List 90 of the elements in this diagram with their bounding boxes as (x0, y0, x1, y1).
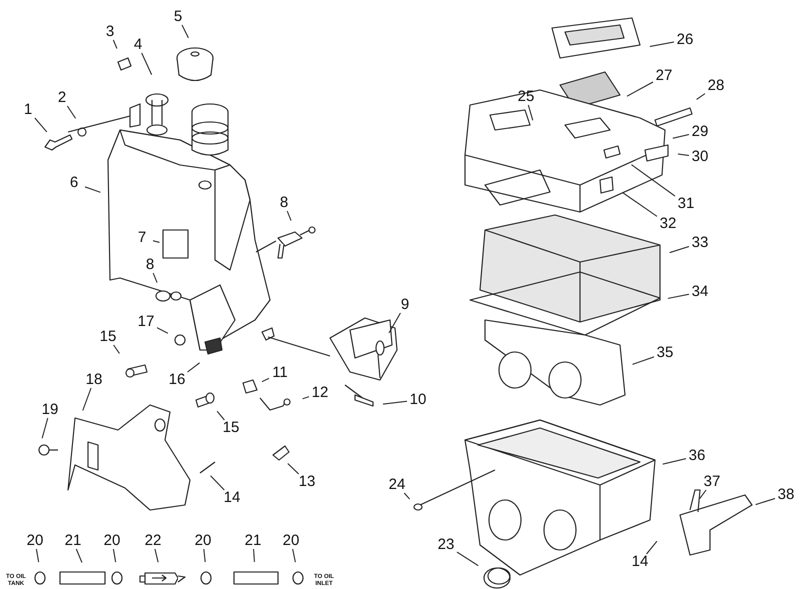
leader-line (292, 548, 296, 563)
callout-number: 23 (435, 537, 457, 553)
leader-line (646, 540, 658, 554)
callout-number: 25 (515, 89, 537, 105)
callout-number: 4 (127, 37, 149, 53)
leader-line (66, 106, 76, 119)
leader-line (631, 164, 676, 197)
callout-number: 27 (653, 68, 675, 84)
callout-number: 6 (63, 175, 85, 191)
callout-number: 5 (167, 9, 189, 25)
leader-line (456, 552, 479, 566)
leader-line (76, 548, 82, 564)
callout-number: 2 (51, 90, 73, 106)
callout-number: 8 (273, 195, 295, 211)
callout-number: 19 (39, 402, 61, 418)
callout-number: 15 (220, 420, 242, 436)
leader-line (42, 418, 48, 439)
leader-line (34, 118, 48, 132)
callout-number: 20 (24, 533, 46, 549)
leader-line (677, 154, 690, 156)
leader-line (626, 82, 654, 97)
callout-number: 17 (135, 314, 157, 330)
leader-line (141, 52, 152, 76)
leader-line (528, 104, 534, 121)
callout-number: 13 (296, 474, 318, 490)
leader-line (84, 186, 101, 193)
leader-line (667, 294, 690, 299)
callout-number: 20 (192, 533, 214, 549)
leader-line (187, 362, 200, 372)
leader-line (649, 42, 674, 48)
leader-line (154, 548, 159, 563)
leader-line (113, 344, 120, 354)
callout-number: 1 (17, 102, 39, 118)
callout-number: 36 (686, 448, 708, 464)
leader-line (287, 463, 300, 474)
leader-line (112, 40, 118, 50)
callout-number: 9 (394, 297, 416, 313)
callout-number: 24 (386, 477, 408, 493)
leader-line (632, 356, 654, 365)
callout-number: 21 (242, 533, 264, 549)
leader-line (182, 24, 189, 38)
leader-line (152, 272, 158, 284)
callout-number: 20 (280, 533, 302, 549)
callout-number: 31 (675, 196, 697, 212)
callout-number: 30 (689, 149, 711, 165)
callout-number: 18 (83, 372, 105, 388)
leader-line (382, 400, 408, 405)
leader-line (253, 548, 255, 563)
leader-line (262, 378, 270, 382)
callout-number: 15 (97, 329, 119, 345)
leader-line (286, 210, 292, 222)
callout-number: 22 (142, 533, 164, 549)
callout-number: 33 (689, 235, 711, 251)
callout-number: 12 (309, 385, 331, 401)
callout-number: 32 (657, 216, 679, 232)
callout-number: 14 (629, 554, 651, 570)
leader-line (622, 192, 658, 217)
callout-number: 20 (101, 533, 123, 549)
callout-number: 35 (654, 345, 676, 361)
callout-number: 28 (705, 78, 727, 94)
leader-line (152, 240, 160, 243)
leader-line (755, 498, 776, 506)
callout-number: 10 (407, 392, 429, 408)
callout-number: 14 (221, 490, 243, 506)
callout-number: 11 (269, 365, 291, 381)
callout-number: 37 (701, 474, 723, 490)
leader-line (203, 548, 206, 563)
callout-number: 8 (139, 257, 161, 273)
callout-number: 21 (62, 533, 84, 549)
callout-number: 38 (775, 487, 797, 503)
leader-line (216, 410, 225, 420)
leader-line (156, 327, 168, 334)
leader-line (112, 548, 116, 563)
leader-line (210, 475, 225, 490)
leader-line (302, 396, 310, 400)
leader-line (669, 246, 690, 254)
callout-number: 29 (689, 124, 711, 140)
callout-number: 7 (131, 230, 153, 246)
leader-line (36, 548, 40, 563)
leader-line (672, 134, 690, 139)
callout-number: 16 (166, 372, 188, 388)
leader-line (696, 93, 706, 100)
leader-line (404, 492, 410, 500)
callout-number: 34 (689, 284, 711, 300)
leader-line (699, 490, 707, 500)
callout-number: 26 (674, 32, 696, 48)
callout-number: 3 (99, 24, 121, 40)
leader-line (388, 312, 401, 334)
leader-line (82, 388, 92, 411)
leader-line (662, 458, 686, 465)
